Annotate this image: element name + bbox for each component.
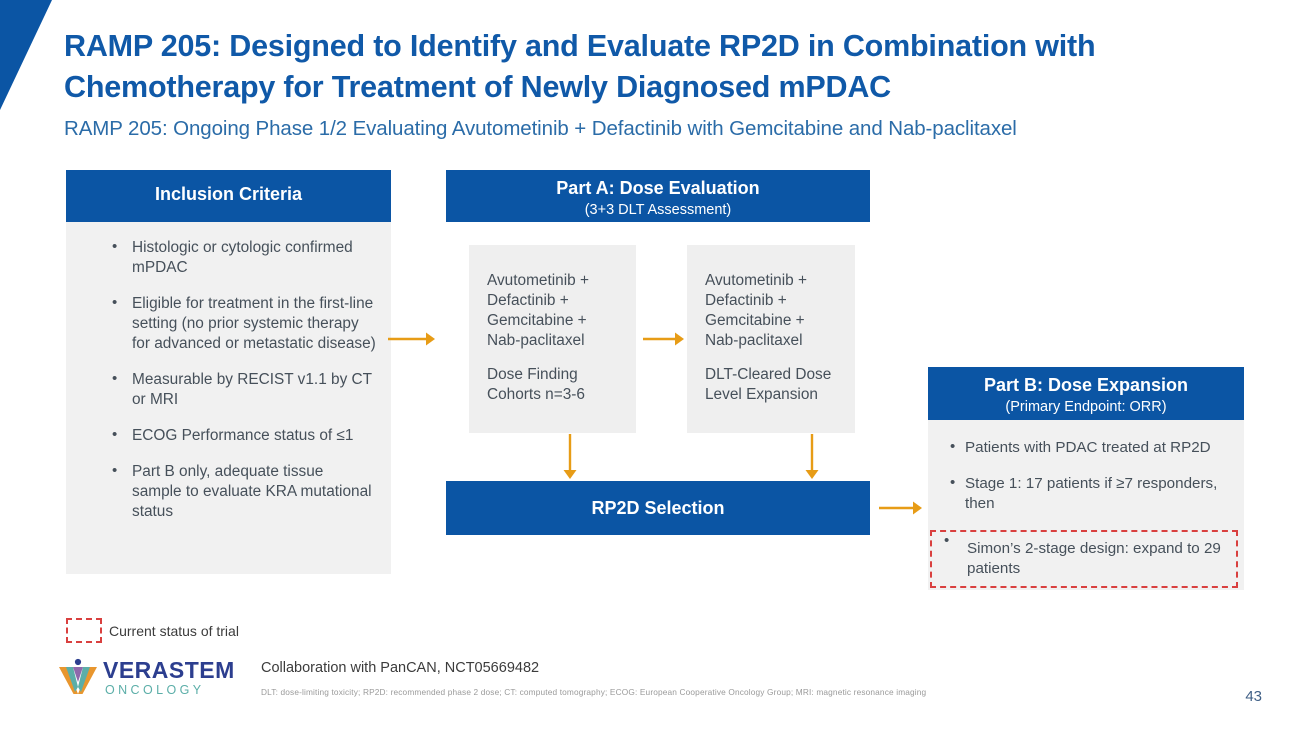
part-a-card-dose-finding: Avutometinib + Defactinib + Gemcitabine … bbox=[469, 245, 636, 433]
rp2d-selection-box: RP2D Selection bbox=[446, 481, 870, 535]
page-title: RAMP 205: Designed to Identify and Evalu… bbox=[64, 29, 1096, 104]
inclusion-criteria-title: Inclusion Criteria bbox=[154, 184, 303, 204]
inclusion-criteria-list: Histologic or cytologic confirmed mPDAC … bbox=[80, 237, 377, 522]
verastem-wordmark-top: VERASTEM bbox=[103, 657, 235, 684]
inclusion-criteria-panel: Histologic or cytologic confirmed mPDAC … bbox=[66, 222, 391, 574]
part-a-title: Part A: Dose Evaluation bbox=[556, 178, 760, 198]
part-b-list: Patients with PDAC treated at RP2D Stage… bbox=[930, 437, 1238, 589]
part-a-card2-detail: DLT-Cleared Dose Level Expansion bbox=[705, 366, 832, 404]
list-item: Part B only, adequate tissue sample to e… bbox=[80, 461, 377, 522]
verastem-logo: VERASTEM ONCOLOGY bbox=[57, 658, 235, 698]
arrow-down-card1-to-rp2d bbox=[561, 434, 579, 480]
part-a-card-dlt-cleared: Avutometinib + Defactinib + Gemcitabine … bbox=[687, 245, 855, 433]
part-a-card1-detail: Dose Finding Cohorts n=3-6 bbox=[487, 366, 585, 404]
collaboration-note: Collaboration with PanCAN, NCT05669482 bbox=[261, 660, 540, 676]
spacer bbox=[705, 351, 837, 365]
list-item: Patients with PDAC treated at RP2D bbox=[938, 437, 1234, 458]
corner-wedge-decoration bbox=[0, 0, 52, 110]
list-item-highlighted: Simon’s 2-stage design: expand to 29 pat… bbox=[930, 530, 1238, 589]
arrow-down-card2-to-rp2d bbox=[803, 434, 821, 480]
list-item: Eligible for treatment in the first-line… bbox=[80, 293, 377, 354]
arrow-right-rp2d-to-partb bbox=[879, 499, 923, 517]
part-b-subtitle: (Primary Endpoint: ORR) bbox=[1005, 398, 1167, 415]
inclusion-criteria-header: Inclusion Criteria bbox=[66, 170, 391, 222]
part-b-panel: Patients with PDAC treated at RP2D Stage… bbox=[928, 420, 1244, 590]
verastem-wordmark-bottom: ONCOLOGY bbox=[105, 683, 205, 698]
verastem-v-mark-icon bbox=[57, 658, 99, 698]
spacer bbox=[487, 351, 618, 365]
list-item: Stage 1: 17 patients if ≥7 responders, t… bbox=[938, 473, 1234, 514]
rp2d-selection-label: RP2D Selection bbox=[591, 497, 725, 518]
part-a-card2-regimen: Avutometinib + Defactinib + Gemcitabine … bbox=[705, 272, 807, 350]
part-b-header: Part B: Dose Expansion (Primary Endpoint… bbox=[928, 367, 1244, 420]
part-a-card1-regimen: Avutometinib + Defactinib + Gemcitabine … bbox=[487, 272, 589, 350]
part-a-header: Part A: Dose Evaluation (3+3 DLT Assessm… bbox=[446, 170, 870, 222]
list-item: ECOG Performance status of ≤1 bbox=[80, 425, 377, 446]
list-item: Measurable by RECIST v1.1 by CT or MRI bbox=[80, 369, 377, 410]
list-item: Histologic or cytologic confirmed mPDAC bbox=[80, 237, 377, 278]
arrow-right-card1-to-card2 bbox=[643, 330, 685, 348]
page-number: 43 bbox=[1245, 688, 1262, 705]
arrow-right-inclusion-to-parta bbox=[388, 330, 436, 348]
legend-label: Current status of trial bbox=[109, 622, 239, 639]
page-subtitle: RAMP 205: Ongoing Phase 1/2 Evaluating A… bbox=[64, 117, 1017, 140]
abbreviations-footnote: DLT: dose-limiting toxicity; RP2D: recom… bbox=[261, 687, 927, 697]
dashed-box-icon bbox=[66, 618, 102, 643]
part-a-subtitle: (3+3 DLT Assessment) bbox=[584, 201, 732, 218]
part-b-title: Part B: Dose Expansion bbox=[983, 375, 1189, 395]
verastem-wordmark: VERASTEM ONCOLOGY bbox=[103, 659, 235, 697]
legend-current-status: Current status of trial bbox=[66, 618, 239, 643]
